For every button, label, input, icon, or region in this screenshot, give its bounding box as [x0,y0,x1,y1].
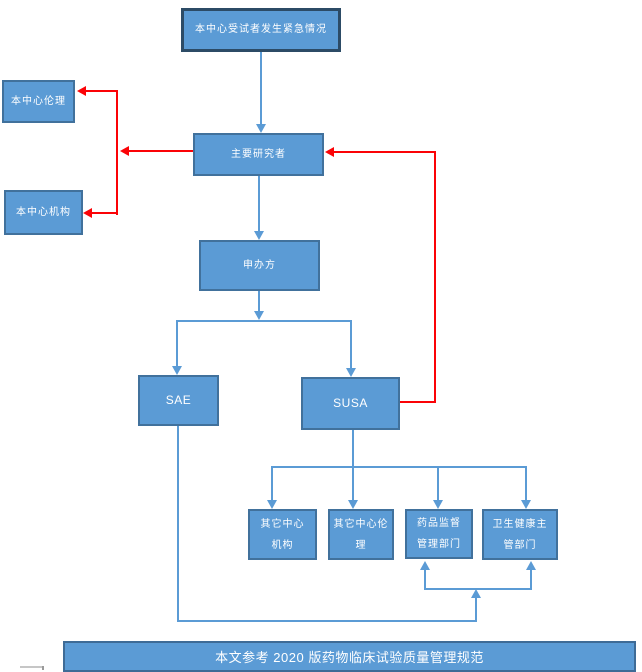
connector-susa-down [352,430,354,468]
connector-left-rail [116,90,118,215]
connector-sae-bottom-bar [177,620,477,622]
arrowhead-down-icon [433,500,443,509]
arrowhead-down-icon [346,368,356,377]
connector-to-center-institution [91,212,118,214]
arrowhead-left-icon [83,208,92,218]
node-health-authority-line2: 管部门 [503,539,537,551]
connector-susa-split-bar [271,466,527,468]
node-drug-regulatory[interactable]: 药品监督 管理部门 [405,509,473,559]
connector-sae-dist-bar [424,588,532,590]
node-emergency-label: 本中心受试者发生紧急情况 [195,24,327,35]
arrowhead-down-icon [267,500,277,509]
node-drug-regulatory-line1: 药品监督 [417,518,461,529]
connector-susa-to-pi [333,151,436,153]
arrowhead-up-icon [526,561,536,570]
connector-susa-right [400,401,436,403]
node-sponsor[interactable]: 申办方 [199,240,320,291]
node-susa-label: SUSA [333,395,368,410]
arrowhead-left-icon [77,86,86,96]
arrowhead-up-icon [420,561,430,570]
node-sponsor-label: 申办方 [243,259,276,271]
node-susa[interactable]: SUSA [301,377,400,430]
connector-sponsor-to-split [258,291,260,311]
arrowhead-left-icon [325,147,334,157]
node-other-center-institution-line1: 其它中心 [260,518,305,530]
node-other-center-ethics-line2: 理 [355,539,367,551]
connector-pi-to-sponsor [258,176,260,231]
node-emergency[interactable]: 本中心受试者发生紧急情况 [181,8,341,52]
arrowhead-down-icon [348,500,358,509]
node-other-center-ethics-line1: 其它中心伦 [333,518,389,530]
node-center-ethics[interactable]: 本中心伦理 [2,80,75,123]
connector-susa-rail [434,151,436,403]
node-health-authority[interactable]: 卫生健康主 管部门 [482,509,558,560]
connector-sae-up [475,598,477,622]
connector-split-to-susa [350,320,352,368]
arrowhead-down-icon [521,500,531,509]
connector-split-to-sae [176,320,178,366]
node-sae-label: SAE [165,392,192,407]
connector-pi-left [129,150,193,152]
node-other-center-institution[interactable]: 其它中心 机构 [248,509,317,560]
node-principal-investigator[interactable]: 主要研究者 [193,133,324,176]
arrowhead-down-icon [254,311,264,320]
caption-text: 本文参考 2020 版药物临床试验质量管理规范 [215,650,484,665]
arrowhead-left-icon [120,146,129,156]
arrowhead-down-icon [256,124,266,133]
connector-to-health-authority [525,466,527,500]
caption-bar[interactable]: 本文参考 2020 版药物临床试验质量管理规范 [63,641,636,672]
node-center-ethics-label: 本中心伦理 [11,95,66,107]
connector-sae-down [177,426,179,622]
connector-sae-to-health-authority [530,570,532,590]
cutoff-shape-artifact [42,666,44,670]
connector-to-center-ethics [85,90,118,92]
connector-sae-to-drug-regulatory [424,570,426,590]
node-drug-regulatory-line2: 管理部门 [417,539,461,550]
connector-to-other-institution [271,466,273,500]
node-other-center-ethics[interactable]: 其它中心伦 理 [328,509,394,560]
cutoff-shape-artifact [20,666,44,668]
connector-to-other-ethics [352,466,354,500]
node-other-center-institution-line2: 机构 [271,539,294,551]
connector-to-drug-regulatory [437,466,439,500]
node-center-institution-label: 本中心机构 [16,206,71,218]
node-sae[interactable]: SAE [138,375,219,426]
node-health-authority-line1: 卫生健康主 [492,518,548,530]
node-center-institution[interactable]: 本中心机构 [4,190,83,235]
node-principal-investigator-label: 主要研究者 [231,148,286,160]
connector-emergency-to-pi [260,52,262,124]
connector-split-bar [176,320,352,322]
arrowhead-down-icon [172,366,182,375]
arrowhead-up-icon [471,589,481,598]
arrowhead-down-icon [254,231,264,240]
